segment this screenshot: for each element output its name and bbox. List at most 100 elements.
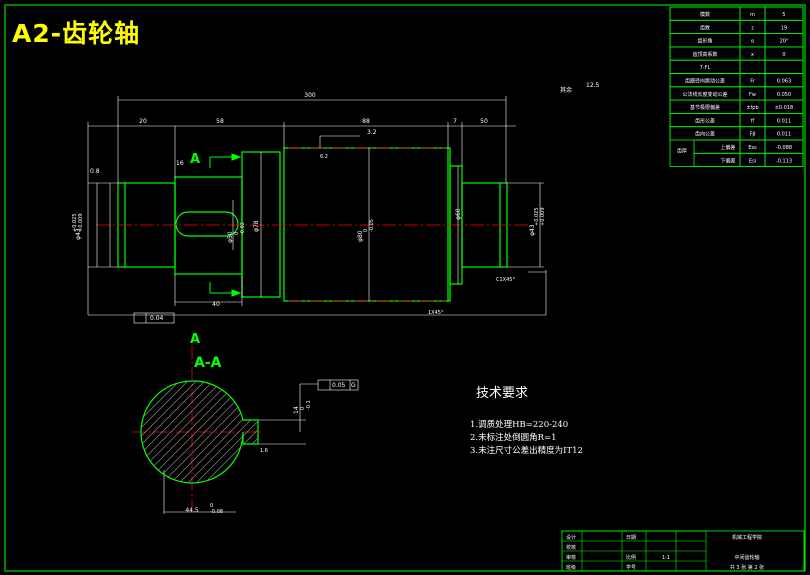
- drawing-title: A2-齿轮轴: [12, 19, 141, 48]
- param-name: 齿向公差: [695, 131, 715, 138]
- dim-phi50: φ50: [227, 231, 234, 243]
- param-symbol: z: [751, 25, 754, 31]
- rough-3-2: 3.2: [367, 129, 377, 136]
- shaft-front-view: [117, 147, 508, 302]
- dim-phi50-tol: 0: [234, 232, 240, 235]
- section-a-top: A: [190, 152, 200, 167]
- gear-parameter-table: 模数 m 5 齿数 z 19 齿形角 α 20° 齿顶高系数 x 0 7-FL 齿圈径向跳动公差 Fr 0.0…: [669, 6, 804, 168]
- title-block-cell: 共 3 张 第 2 张: [730, 564, 764, 571]
- param-symbol: Esi: [749, 158, 756, 164]
- dim-phi43-left-tol: +0.009: [78, 213, 84, 232]
- dim-44-5: 44.5: [185, 507, 199, 514]
- tech-req-line-3: 3.未注尺寸公差出精度为IT12: [470, 446, 583, 456]
- dim-44-5-tol: -0.08: [210, 509, 223, 515]
- tol-runout: 0.04: [150, 315, 164, 322]
- param-value: -0.113: [776, 158, 792, 164]
- param-name: 齿顶高系数: [692, 51, 717, 58]
- dim-phi43-right: φ43: [529, 224, 536, 236]
- dim-phi43-left-tol: +0.025: [72, 213, 78, 232]
- param-symbol: α: [751, 39, 755, 45]
- title-block-cell: 校核: [566, 544, 576, 551]
- tol-flatness: 0.05: [332, 382, 346, 389]
- dim-50: 50: [480, 118, 488, 125]
- dim-16: 16: [176, 160, 184, 167]
- dim-20: 20: [139, 118, 147, 125]
- param-name: 齿数: [700, 24, 710, 31]
- dim-58: 58: [216, 118, 224, 125]
- param-symbol: m: [750, 12, 755, 18]
- dim-chamfer-right: C1X45°: [496, 277, 515, 283]
- title-block-cell: 设计: [566, 534, 576, 541]
- param-value: ±0.018: [775, 105, 794, 111]
- dim-7: 7: [453, 118, 457, 125]
- param-name: 齿形角: [697, 38, 712, 45]
- dim-40: 40: [212, 301, 220, 308]
- title-block-cell: 审核: [566, 554, 576, 561]
- dim-phi60: φ60: [455, 208, 462, 220]
- dim-phi43-left: φ43: [75, 228, 82, 240]
- param-name: 下偏差: [720, 157, 735, 164]
- title-block-cell: 中间齿轮轴: [734, 554, 759, 561]
- param-name: 齿圈径向跳动公差: [685, 78, 725, 85]
- param-group-label: 齿厚: [677, 148, 687, 154]
- param-value: 5: [782, 12, 785, 18]
- dim-14: 14: [293, 406, 300, 414]
- param-symbol: x: [751, 52, 754, 58]
- param-symbol: Ess: [748, 145, 757, 151]
- drawing-border: [4, 4, 806, 572]
- tech-req-line-1: 1.调质处理HB=220-240: [470, 420, 569, 430]
- title-block-cell: 日期: [626, 535, 636, 541]
- dim-14-tol: -0.1: [306, 400, 312, 410]
- param-symbol: Fβ: [749, 132, 755, 138]
- param-name: 上偏差: [720, 144, 735, 151]
- param-name: 7-FL: [700, 65, 711, 71]
- section-markers: [209, 153, 242, 297]
- param-symbol: ±fpb: [746, 105, 758, 111]
- param-name: 基节极限偏差: [690, 104, 720, 111]
- dim-phi43-right-tol: +0.025: [534, 207, 540, 226]
- tech-req-line-2: 2.未标注处倒圆角R=1: [470, 433, 557, 443]
- rough-12-5: 12.5: [586, 82, 600, 89]
- dim-phi80-tol: -0.05: [369, 219, 375, 232]
- section-a-a: [140, 380, 259, 484]
- rough-1-6: 1.6: [260, 448, 268, 454]
- param-value: 0: [782, 52, 785, 58]
- param-value: -0.088: [776, 145, 792, 151]
- dim-phi43-right-tol: +0.009: [540, 207, 546, 226]
- param-name: 公法线长度变动公差: [682, 91, 727, 98]
- param-val-cell: [764, 59, 804, 74]
- param-symbol: Fw: [749, 92, 756, 98]
- param-value: 0.050: [777, 92, 791, 98]
- tech-req-title: 技术要求: [476, 386, 529, 401]
- tol-flatness-ref: G: [351, 382, 356, 389]
- dim-88: 88: [362, 118, 370, 125]
- dim-phi80-tol: 0: [363, 229, 369, 232]
- title-block-cell: 1:1: [662, 555, 670, 561]
- dim-phi80: φ80: [357, 230, 364, 242]
- param-value: 0.011: [777, 132, 791, 138]
- section-a-a-label: A-A: [194, 355, 222, 371]
- param-value: 20°: [780, 39, 789, 45]
- param-value: 0.063: [777, 79, 791, 85]
- param-value: 0.011: [777, 118, 791, 124]
- dim-phi78: φ78: [253, 220, 260, 232]
- section-a-bottom: A: [190, 332, 200, 347]
- rough-6-2: 6.2: [320, 154, 328, 160]
- rough-0-8: 0.8: [90, 168, 100, 175]
- param-name: 齿形公差: [695, 117, 715, 124]
- rough-remain-label: 其余: [560, 86, 572, 94]
- title-block-cell: 班级: [566, 564, 576, 571]
- dim-total: 300: [304, 92, 316, 99]
- dim-44-5-tol: 0: [210, 503, 213, 509]
- param-value: 19: [781, 25, 787, 31]
- param-sym-cell: [739, 59, 766, 74]
- param-val-cell: [764, 152, 804, 168]
- dimension-lines: [87, 96, 547, 514]
- param-symbol: Fr: [750, 79, 756, 85]
- dim-14-tol: 0: [300, 407, 306, 410]
- param-name: 模数: [700, 11, 710, 18]
- dim-phi50-tol: -0.02: [240, 222, 246, 235]
